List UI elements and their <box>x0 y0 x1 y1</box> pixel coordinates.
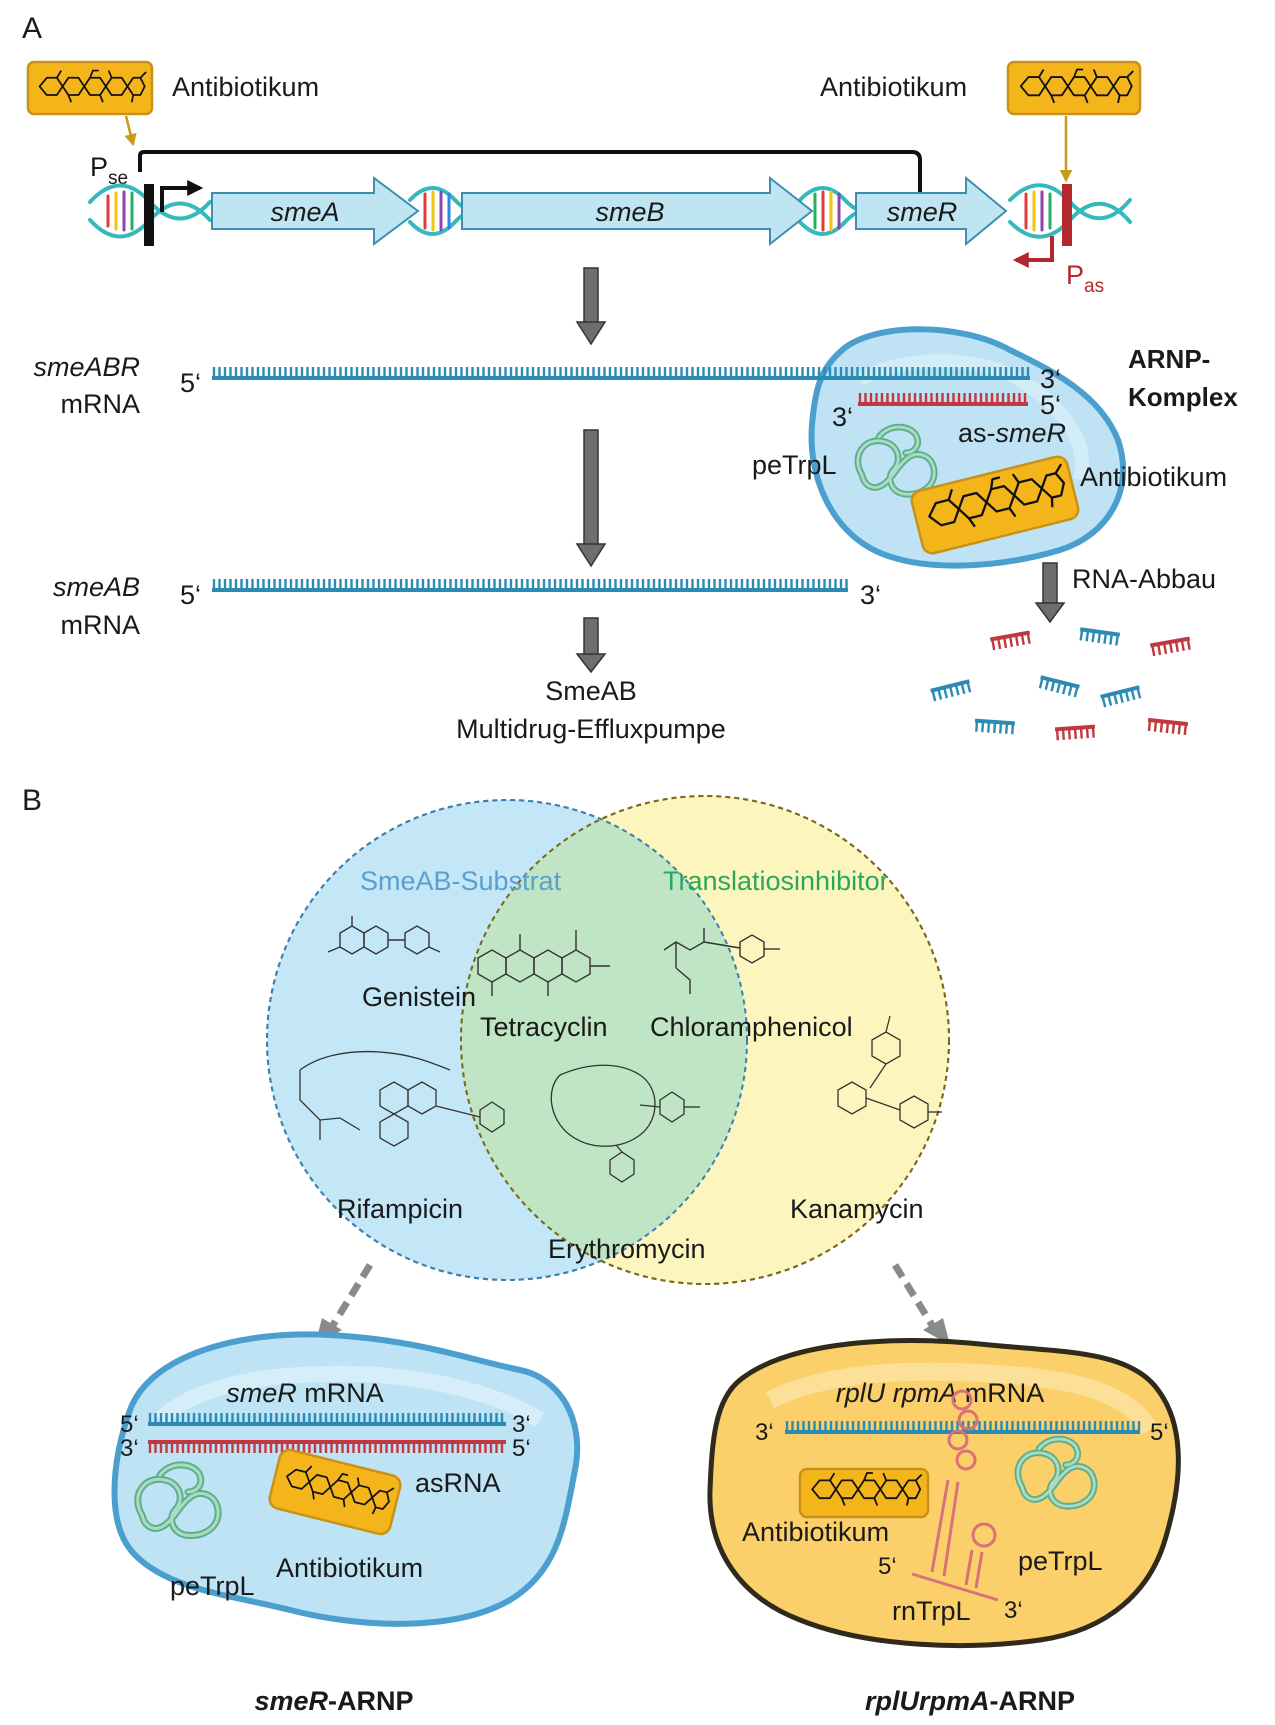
process-arrow-1 <box>575 267 607 346</box>
panel-b-label: B <box>22 784 42 817</box>
compound-tetracyclin: Tetracyclin <box>480 1012 608 1042</box>
rplurpma-five-prime: 5‘ <box>1150 1419 1169 1446</box>
petrpl-label-left: peTrpL <box>170 1571 255 1601</box>
antibiotic-in-complex-a <box>910 455 1080 555</box>
rntrpl-label: rnTrpL <box>892 1596 971 1626</box>
rntrpl-five-prime: 5‘ <box>878 1553 897 1580</box>
genistein-structure <box>327 916 441 955</box>
gene-arrow-smer <box>855 175 1008 247</box>
dashed-arrow-left <box>327 1263 373 1332</box>
rna-fragments <box>930 627 1191 741</box>
panel-a-label: A <box>22 12 42 45</box>
promoter-se-bar <box>144 184 154 246</box>
compound-genistein: Genistein <box>362 982 476 1012</box>
smer-feedback-line <box>138 150 922 205</box>
dashed-arrow-right-head <box>923 1318 950 1345</box>
rplurpma-mrna-label: rplU rpmA mRNA <box>836 1378 1045 1408</box>
smer-five-prime-bottom: 5‘ <box>512 1435 531 1462</box>
smeab-three-prime: 3‘ <box>860 580 881 610</box>
pump-label-2: Multidrug-Effluxpumpe <box>456 714 726 744</box>
smer-five-prime-top: 5‘ <box>120 1411 139 1438</box>
promoter-as-arrow <box>1012 236 1054 268</box>
smer-asrna-strand <box>148 1440 506 1453</box>
antibiotic-complex-label: Antibiotikum <box>1080 462 1227 492</box>
arnp-title-line1: ARNP- <box>1128 344 1210 374</box>
venn-overlap <box>461 800 747 1280</box>
smeabr-mrna-strand <box>212 367 1030 380</box>
tetracyclin-structure <box>477 930 610 996</box>
venn-diagram <box>266 795 950 1285</box>
smer-mrna-strand <box>148 1413 506 1426</box>
smeabr-five-prime: 5‘ <box>180 368 201 398</box>
gene-arrow-smeb <box>461 175 814 247</box>
erythromycin-structure <box>550 1064 700 1183</box>
as-smer-strand <box>858 393 1028 406</box>
asrna-label: asRNA <box>415 1468 501 1498</box>
as-smer-five-prime: 5‘ <box>1040 390 1061 420</box>
smeabr-mrna-type: mRNA <box>61 389 141 419</box>
smer-three-prime-top: 3‘ <box>512 1411 531 1438</box>
promoter-as-bar <box>1062 184 1072 246</box>
petrpl-label-a: peTrpL <box>752 450 837 480</box>
antibiotic-label-left-complex: Antibiotikum <box>276 1553 423 1583</box>
smeabr-name: smeABR <box>33 352 140 382</box>
dashed-arrow-right <box>892 1263 938 1332</box>
smer-mrna-label: smeR mRNA <box>226 1378 384 1408</box>
as-smer-three-prime: 3‘ <box>832 402 853 432</box>
promoter-se-label: Pse <box>90 152 128 189</box>
caption-smer-arnp: smeR-ARNP <box>254 1686 413 1716</box>
venn-title-left: SmeAB-Substrat <box>360 866 562 896</box>
as-smer-label: as-smeR <box>958 418 1066 448</box>
antibiotic-label-left: Antibiotikum <box>172 72 319 102</box>
rntrpl-three-prime: 3‘ <box>1004 1597 1023 1624</box>
compound-rifampicin: Rifampicin <box>337 1194 463 1224</box>
smer-three-prime-bottom: 3‘ <box>120 1435 139 1462</box>
chloramphenicol-structure <box>663 928 780 994</box>
gene-label-smeb: smeB <box>595 197 664 227</box>
compound-chloramphenicol: Chloramphenicol <box>650 1012 853 1042</box>
smer-arnp-highlight <box>154 1365 545 1427</box>
antibiotic-box-left <box>26 60 154 116</box>
gene-label-smer: smeR <box>887 197 958 227</box>
antibiotic-right-complex <box>798 1467 930 1519</box>
petrpl-label-right: peTrpL <box>1018 1546 1103 1576</box>
rna-degradation-label: RNA-Abbau <box>1072 564 1216 594</box>
kanamycin-structure <box>837 1015 942 1129</box>
promoter-as-label: Pas <box>1066 260 1104 297</box>
pump-label-1: SmeAB <box>545 676 637 706</box>
rplurpma-three-prime: 3‘ <box>755 1419 774 1446</box>
smeab-mrna-type: mRNA <box>61 610 141 640</box>
venn-title-right: Translatiosinhibitor <box>663 866 889 896</box>
antibiotic-left-complex <box>268 1448 402 1536</box>
compound-erythromycin: Erythromycin <box>548 1234 706 1264</box>
compound-kanamycin: Kanamycin <box>790 1194 924 1224</box>
process-arrow-2 <box>575 429 607 568</box>
gene-label-smea: smeA <box>270 197 339 227</box>
arnp-title-line2: Komplex <box>1128 382 1238 412</box>
caption-rplurpma-arnp: rplUrpmA-ARNP <box>865 1686 1075 1716</box>
gene-arrow-smea <box>211 176 420 246</box>
smeab-mrna-strand <box>212 579 848 592</box>
process-arrow-3 <box>575 617 607 674</box>
promoter-se-arrow <box>160 180 204 212</box>
rntrpl-hairpin <box>911 1389 999 1602</box>
antibiotic-box-right <box>1006 60 1142 116</box>
rplurpma-arnp-highlight <box>765 1362 1158 1435</box>
antibiotic-label-right-complex: Antibiotikum <box>742 1517 889 1547</box>
smeab-name: smeAB <box>53 572 140 602</box>
rplurpma-arnp-blob <box>707 1338 1181 1648</box>
smeabr-three-prime: 3‘ <box>1040 364 1061 394</box>
degradation-arrow <box>1034 562 1066 624</box>
antibiotic-label-right: Antibiotikum <box>820 72 967 102</box>
smeab-five-prime: 5‘ <box>180 580 201 610</box>
rifampicin-structure <box>299 1050 505 1147</box>
antibiotic-left-arrow <box>124 115 137 147</box>
